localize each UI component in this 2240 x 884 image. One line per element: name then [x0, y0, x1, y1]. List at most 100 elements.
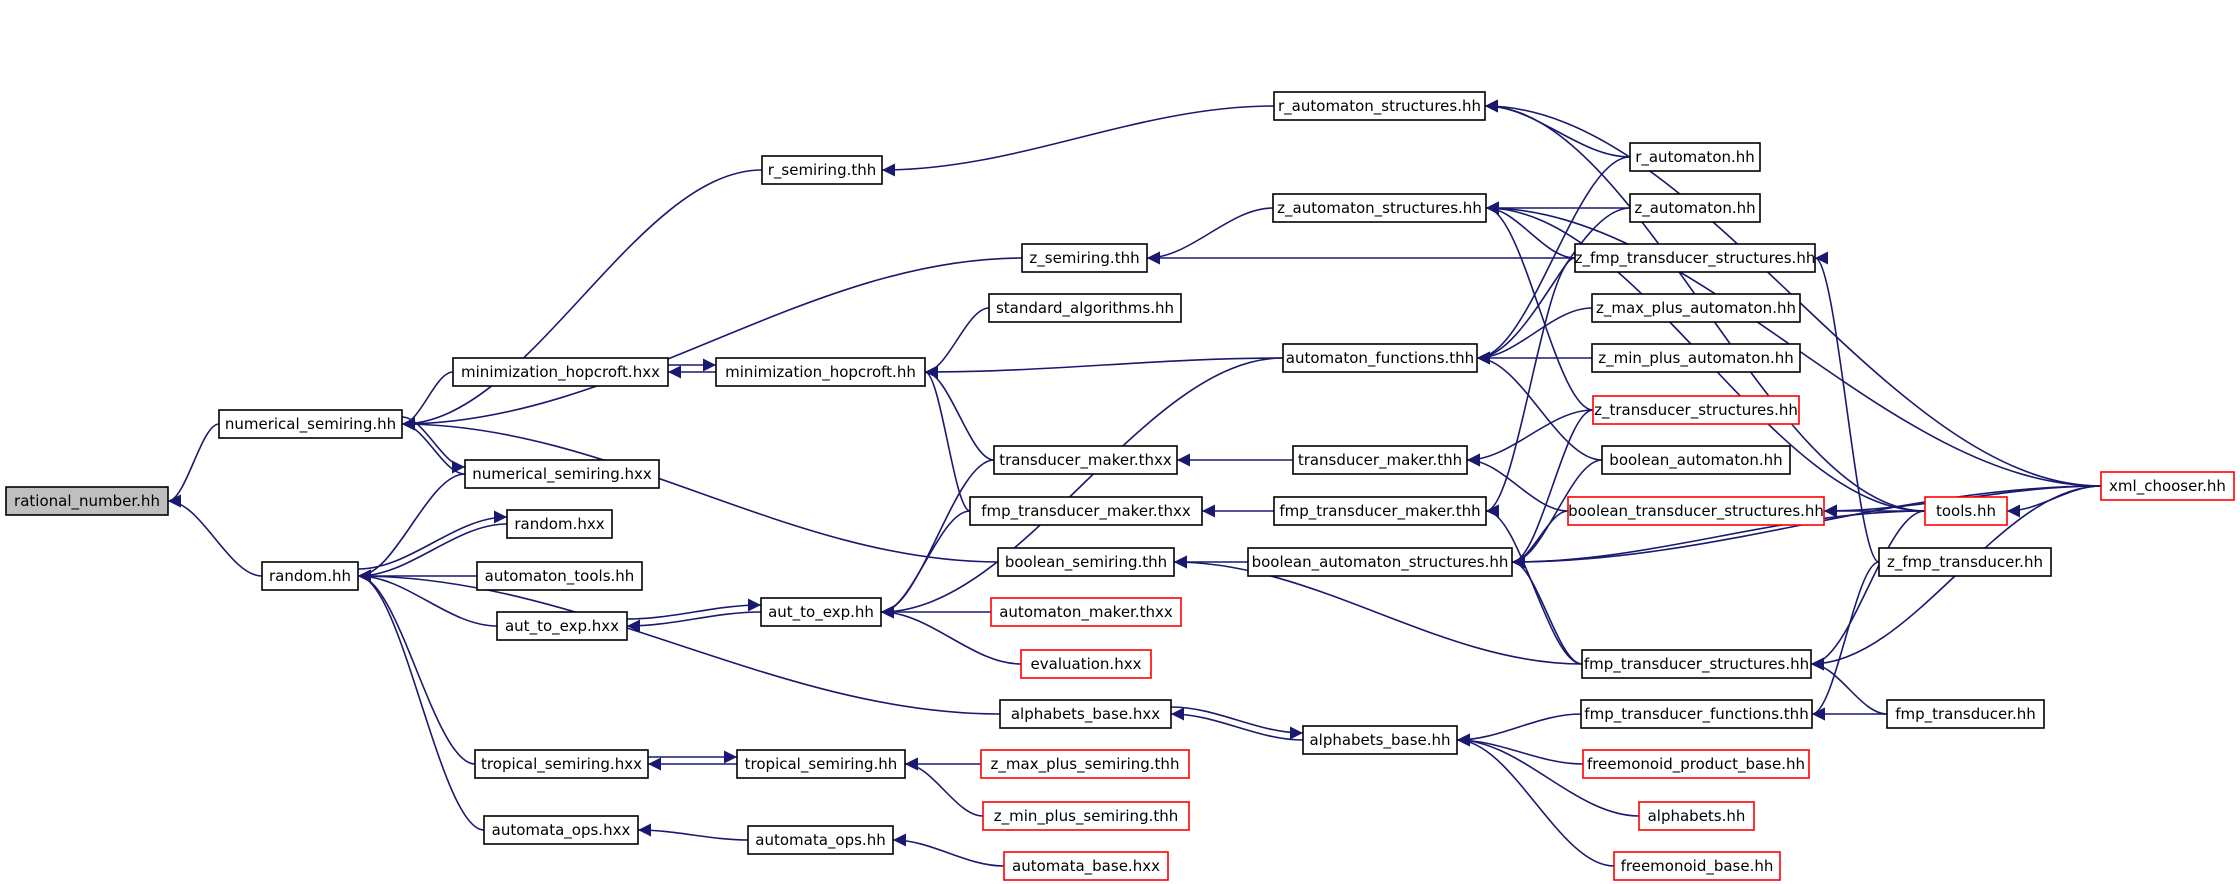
node-box	[761, 155, 883, 185]
node-z-max-plus-automaton-hh[interactable]: z_max_plus_automaton.hh	[1591, 293, 1801, 323]
node-automaton-tools-hh[interactable]: automaton_tools.hh	[476, 561, 643, 591]
edge-z-min-plus-semiring-thh-to-tropical-semiring-hh	[904, 757, 984, 817]
node-label: r_automaton_structures.hh	[1278, 97, 1481, 116]
node-minimization-hopcroft-hxx[interactable]: minimization_hopcroft.hxx	[452, 357, 669, 387]
node-box	[736, 749, 906, 779]
node-freemonoid-product-base-hh[interactable]: freemonoid_product_base.hh	[1582, 749, 1810, 779]
node-label: numerical_semiring.hxx	[472, 465, 652, 484]
node-numerical-semiring-hh[interactable]: numerical_semiring.hh	[218, 409, 403, 439]
node-boolean-transducer-structures-hh[interactable]: boolean_transducer_structures.hh	[1567, 496, 1825, 526]
node-label: z_fmp_transducer_structures.hh	[1575, 249, 1816, 268]
node-label: boolean_automaton_structures.hh	[1252, 553, 1509, 572]
node-box	[474, 749, 649, 779]
node-label: alphabets.hh	[1648, 807, 1746, 825]
node-fmp-transducer-maker-thxx[interactable]: fmp_transducer_maker.thxx	[969, 496, 1203, 526]
node-z-automaton-structures-hh[interactable]: z_automaton_structures.hh	[1272, 193, 1487, 223]
edge-r-automaton-hh-to-r-automaton-structures-hh	[1484, 99, 1631, 158]
node-rational-number-hh[interactable]: rational_number.hh	[5, 486, 169, 516]
node-alphabets-base-hxx[interactable]: alphabets_base.hxx	[999, 699, 1172, 729]
edge-aut-to-exp-hxx-to-random-hh	[357, 569, 498, 627]
node-tropical-semiring-hxx[interactable]: tropical_semiring.hxx	[474, 749, 649, 779]
node-z-fmp-transducer-hh[interactable]: z_fmp_transducer.hh	[1878, 547, 2052, 577]
node-z-automaton-hh[interactable]: z_automaton.hh	[1629, 193, 1761, 223]
edge-alphabets-base-hxx-to-alphabets-base-hh	[1170, 706, 1304, 740]
edge-alphabets-base-hh-to-alphabets-base-hxx	[1170, 707, 1304, 741]
node-label: automaton_tools.hh	[485, 567, 635, 586]
node-evaluation-hxx[interactable]: evaluation.hxx	[1020, 649, 1152, 679]
node-r-semiring-thh[interactable]: r_semiring.thh	[761, 155, 883, 185]
node-r-automaton-hh[interactable]: r_automaton.hh	[1629, 142, 1761, 172]
node-box	[1638, 801, 1755, 831]
edge-r-semiring-thh-to-numerical-semiring-hh	[401, 169, 763, 431]
edge-z-transducer-structures-hh-to-transducer-maker-thh	[1466, 409, 1594, 467]
node-box	[1878, 547, 2052, 577]
node-box	[990, 597, 1182, 627]
node-z-semiring-thh[interactable]: z_semiring.thh	[1021, 243, 1148, 273]
node-fmp-transducer-structures-hh[interactable]: fmp_transducer_structures.hh	[1581, 649, 1812, 679]
node-label: r_semiring.thh	[768, 161, 877, 180]
node-minimization-hopcroft-hh[interactable]: minimization_hopcroft.hh	[715, 357, 926, 387]
node-tools-hh[interactable]: tools.hh	[1924, 496, 2008, 526]
node-alphabets-base-hh[interactable]: alphabets_base.hh	[1302, 725, 1458, 755]
node-transducer-maker-thxx[interactable]: transducer_maker.thxx	[993, 445, 1178, 475]
edge-numerical-semiring-hxx-to-random-hh	[357, 473, 466, 583]
edge-boolean-automaton-hh-to-automaton-functions-thh	[1476, 351, 1603, 461]
node-automaton-maker-thxx[interactable]: automaton_maker.thxx	[990, 597, 1182, 627]
edge-z-semiring-thh-to-numerical-semiring-hh	[401, 257, 1023, 431]
edge-automata-ops-hh-to-automata-ops-hxx	[637, 823, 749, 841]
edge-automaton-functions-thh-to-aut-to-exp-hh	[880, 357, 1284, 619]
node-automaton-functions-thh[interactable]: automaton_functions.thh	[1282, 343, 1478, 373]
node-alphabets-hh[interactable]: alphabets.hh	[1638, 801, 1755, 831]
node-random-hxx[interactable]: random.hxx	[506, 509, 613, 539]
node-automata-base-hxx[interactable]: automata_base.hxx	[1003, 851, 1169, 881]
node-aut-to-exp-hh[interactable]: aut_to_exp.hh	[760, 597, 882, 627]
node-fmp-transducer-functions-thh[interactable]: fmp_transducer_functions.thh	[1580, 699, 1813, 729]
node-r-automaton-structures-hh[interactable]: r_automaton_structures.hh	[1273, 91, 1486, 121]
node-fmp-transducer-maker-thh[interactable]: fmp_transducer_maker.thh	[1273, 496, 1487, 526]
node-boolean-automaton-hh[interactable]: boolean_automaton.hh	[1601, 445, 1791, 475]
node-box	[1924, 496, 2008, 526]
node-box	[988, 293, 1182, 323]
node-label: tropical_semiring.hh	[745, 755, 898, 774]
node-automata-ops-hh[interactable]: automata_ops.hh	[747, 825, 894, 855]
node-label: fmp_transducer.hh	[1895, 705, 2036, 724]
node-box	[261, 561, 359, 591]
edge-fmp-transducer-structures-hh-to-boolean-semiring-thh	[1173, 555, 1583, 665]
node-transducer-maker-thh[interactable]: transducer_maker.thh	[1292, 445, 1468, 475]
node-random-hh[interactable]: random.hh	[261, 561, 359, 591]
node-label: z_max_plus_semiring.thh	[991, 755, 1180, 774]
node-z-max-plus-semiring-thh[interactable]: z_max_plus_semiring.thh	[980, 749, 1190, 779]
node-box	[452, 357, 669, 387]
node-box	[993, 445, 1178, 475]
node-box	[464, 459, 660, 489]
node-z-min-plus-automaton-hh[interactable]: z_min_plus_automaton.hh	[1591, 343, 1801, 373]
node-standard-algorithms-hh[interactable]: standard_algorithms.hh	[988, 293, 1182, 323]
node-automata-ops-hxx[interactable]: automata_ops.hxx	[483, 815, 639, 845]
node-box	[1591, 343, 1801, 373]
nodes-layer: rational_number.hhnumerical_semiring.hhr…	[5, 91, 2235, 881]
node-z-min-plus-semiring-thh[interactable]: z_min_plus_semiring.thh	[982, 801, 1190, 831]
node-label: z_min_plus_automaton.hh	[1598, 349, 1794, 368]
node-freemonoid-base-hh[interactable]: freemonoid_base.hh	[1613, 851, 1781, 881]
edge-automata-ops-hxx-to-random-hh	[357, 569, 485, 831]
node-label: z_fmp_transducer.hh	[1887, 553, 2043, 572]
node-label: aut_to_exp.hxx	[505, 617, 619, 636]
node-numerical-semiring-hxx[interactable]: numerical_semiring.hxx	[464, 459, 660, 489]
node-fmp-transducer-hh[interactable]: fmp_transducer.hh	[1886, 699, 2045, 729]
node-label: z_transducer_structures.hh	[1594, 401, 1798, 420]
node-box	[747, 825, 894, 855]
node-box	[218, 409, 403, 439]
edge-aut-to-exp-hh-to-aut-to-exp-hxx	[626, 611, 762, 633]
edge-transducer-maker-thxx-to-aut-to-exp-hh	[880, 459, 995, 619]
node-boolean-semiring-thh[interactable]: boolean_semiring.thh	[997, 547, 1175, 577]
node-boolean-automaton-structures-hh[interactable]: boolean_automaton_structures.hh	[1247, 547, 1513, 577]
node-z-fmp-transducer-structures-hh[interactable]: z_fmp_transducer_structures.hh	[1574, 243, 1816, 273]
node-z-transducer-structures-hh[interactable]: z_transducer_structures.hh	[1592, 395, 1800, 425]
node-aut-to-exp-hxx[interactable]: aut_to_exp.hxx	[496, 611, 628, 641]
node-label: fmp_transducer_maker.thh	[1279, 502, 1480, 521]
node-label: random.hh	[269, 567, 351, 585]
node-tropical-semiring-hh[interactable]: tropical_semiring.hh	[736, 749, 906, 779]
node-xml-chooser-hh[interactable]: xml_chooser.hh	[2100, 471, 2235, 501]
edge-z-transducer-structures-hh-to-z-automaton-structures-hh	[1485, 201, 1594, 411]
node-label: minimization_hopcroft.hxx	[461, 363, 660, 382]
